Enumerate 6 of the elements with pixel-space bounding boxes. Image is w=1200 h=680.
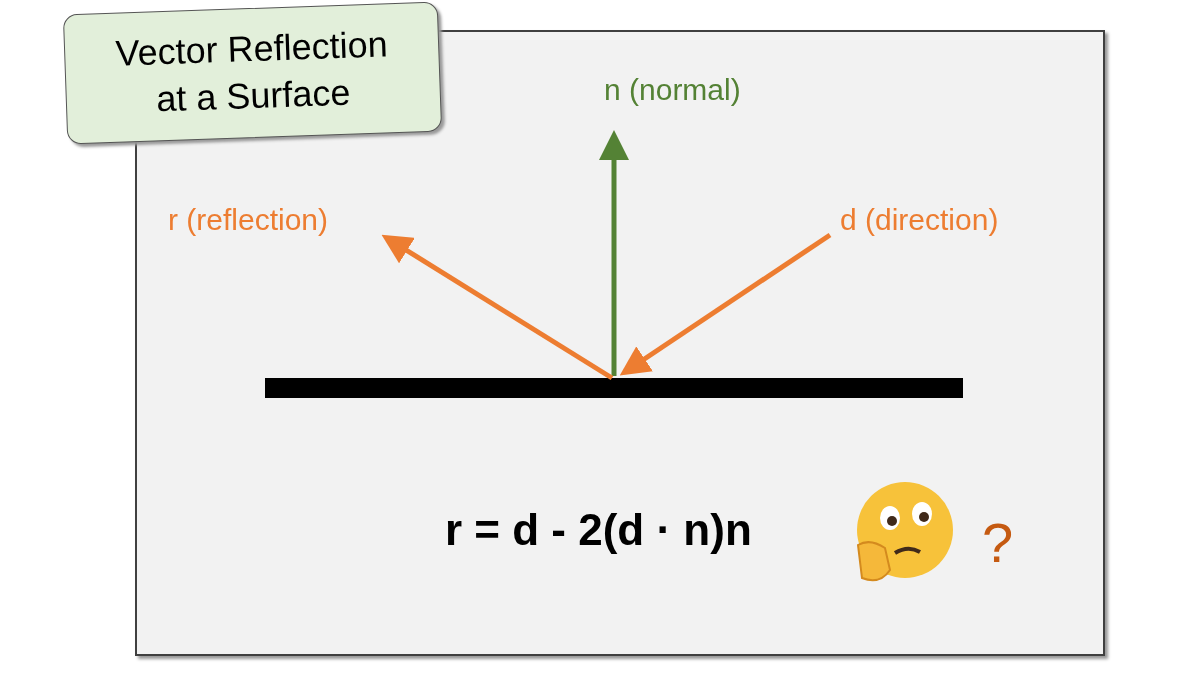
vector-label: r (reflection) [168, 205, 329, 235]
vector-label: d (direction) [840, 205, 999, 235]
question-mark: ? [982, 515, 1014, 571]
vector-label: n (normal) [604, 75, 741, 105]
formula-text: r = d - 2(d · n)n [445, 508, 752, 552]
title-text: Vector Reflection at a Surface [113, 22, 390, 122]
